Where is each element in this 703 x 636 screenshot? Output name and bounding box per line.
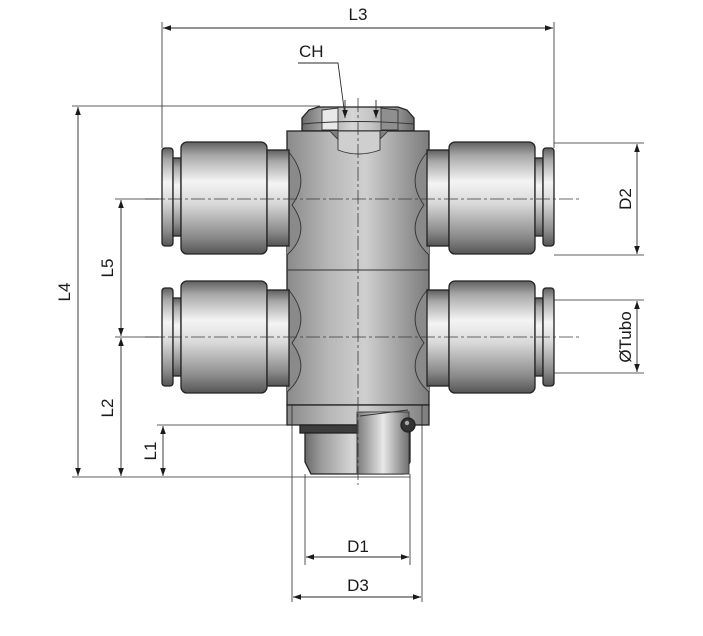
label-l3: L3 bbox=[349, 5, 368, 24]
seal-ring bbox=[400, 417, 416, 433]
label-ch: CH bbox=[299, 42, 324, 61]
left-port-upper bbox=[161, 141, 290, 255]
dim-d1: D1 bbox=[304, 474, 411, 565]
label-d2: D2 bbox=[616, 188, 635, 210]
label-l1: L1 bbox=[141, 442, 160, 461]
label-l4: L4 bbox=[55, 283, 74, 302]
label-l2: L2 bbox=[98, 399, 117, 418]
dim-d3: D3 bbox=[291, 405, 423, 602]
dim-l4: L4 bbox=[55, 105, 410, 478]
dim-tubo: ØTubo bbox=[554, 299, 644, 374]
dim-ch: CH bbox=[298, 42, 379, 118]
label-d1: D1 bbox=[347, 537, 369, 556]
label-l5: L5 bbox=[98, 259, 117, 278]
right-port-upper bbox=[426, 141, 555, 255]
dim-l2: L2 bbox=[98, 338, 124, 476]
center-lines bbox=[145, 98, 580, 485]
dim-l3: L3 bbox=[161, 5, 555, 148]
label-tubo: ØTubo bbox=[616, 311, 635, 362]
dim-d2: D2 bbox=[554, 142, 644, 256]
dim-l5: L5 bbox=[98, 198, 162, 338]
label-d3: D3 bbox=[347, 576, 369, 595]
hex-nut bbox=[301, 106, 415, 132]
dim-l1: L1 bbox=[141, 424, 300, 476]
